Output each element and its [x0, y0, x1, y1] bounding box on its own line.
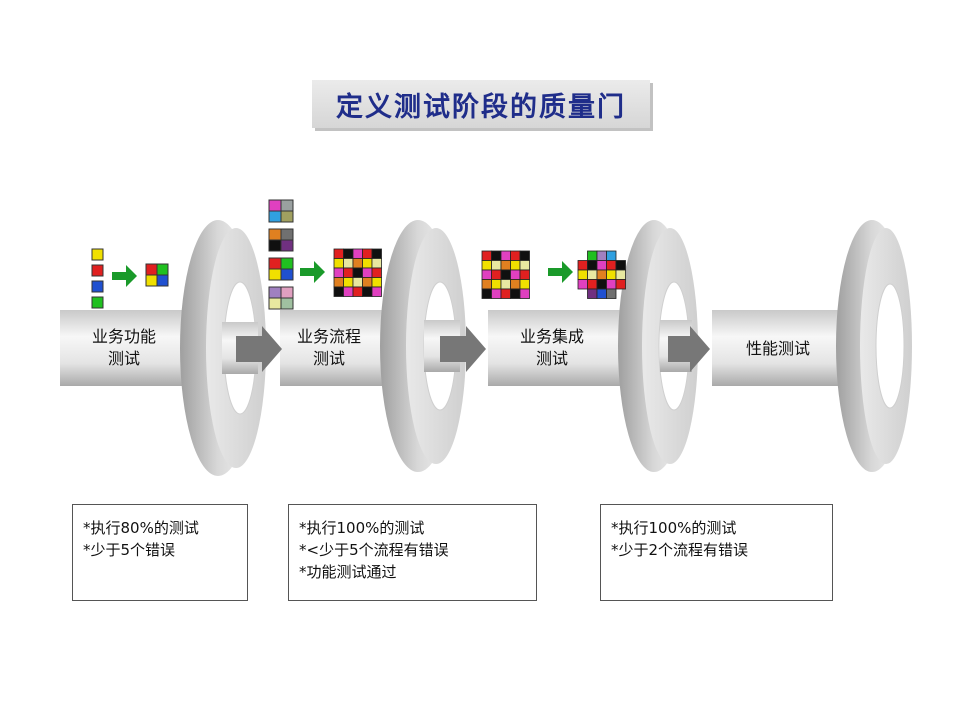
gate-criterion: *少于5个错误	[83, 541, 176, 559]
gate-criterion: *少于2个流程有错误	[611, 541, 749, 559]
quality-gate-2: *执行100%的测试 *<少于5个流程有错误 *功能测试通过	[288, 504, 537, 601]
green-arrow-icon	[548, 261, 573, 283]
grey-arrow-icon	[668, 326, 710, 372]
stage-label-1: 业务功能 测试	[91, 327, 156, 368]
gate-criterion: *执行100%的测试	[611, 519, 737, 537]
pipe-segment-1	[60, 310, 188, 386]
color-grid-icon	[577, 250, 626, 299]
stage-label-4: 性能测试	[745, 339, 810, 358]
color-blocks-icon	[91, 248, 104, 309]
stage-label-2: 业务流程 测试	[296, 327, 361, 368]
color-blocks-icon	[268, 199, 294, 310]
page-title: 定义测试阶段的质量门	[336, 91, 626, 123]
color-grid-icon	[333, 248, 382, 297]
gate-wheel-icon	[836, 220, 912, 472]
green-arrow-icon	[112, 265, 137, 287]
gate-criterion: *执行100%的测试	[299, 519, 425, 537]
gate-wheel-icon	[380, 220, 466, 472]
gate-wheel-icon	[618, 220, 698, 472]
quality-gate-3: *执行100%的测试 *少于2个流程有错误	[600, 504, 833, 601]
gate-criterion: *执行80%的测试	[83, 519, 199, 537]
grey-arrow-icon	[440, 326, 486, 372]
stage-label-3: 业务集成 测试	[519, 327, 584, 368]
color-grid-icon	[481, 250, 530, 299]
gate-criterion: *功能测试通过	[299, 563, 397, 581]
title-banner: 定义测试阶段的质量门	[312, 80, 650, 128]
color-grid-icon	[145, 263, 169, 287]
quality-gate-1: *执行80%的测试 *少于5个错误	[72, 504, 248, 601]
pipe-segment-3	[488, 310, 638, 386]
gate-criterion: *<少于5个流程有错误	[299, 541, 449, 559]
grey-arrow-icon	[236, 326, 282, 372]
green-arrow-icon	[300, 261, 325, 283]
